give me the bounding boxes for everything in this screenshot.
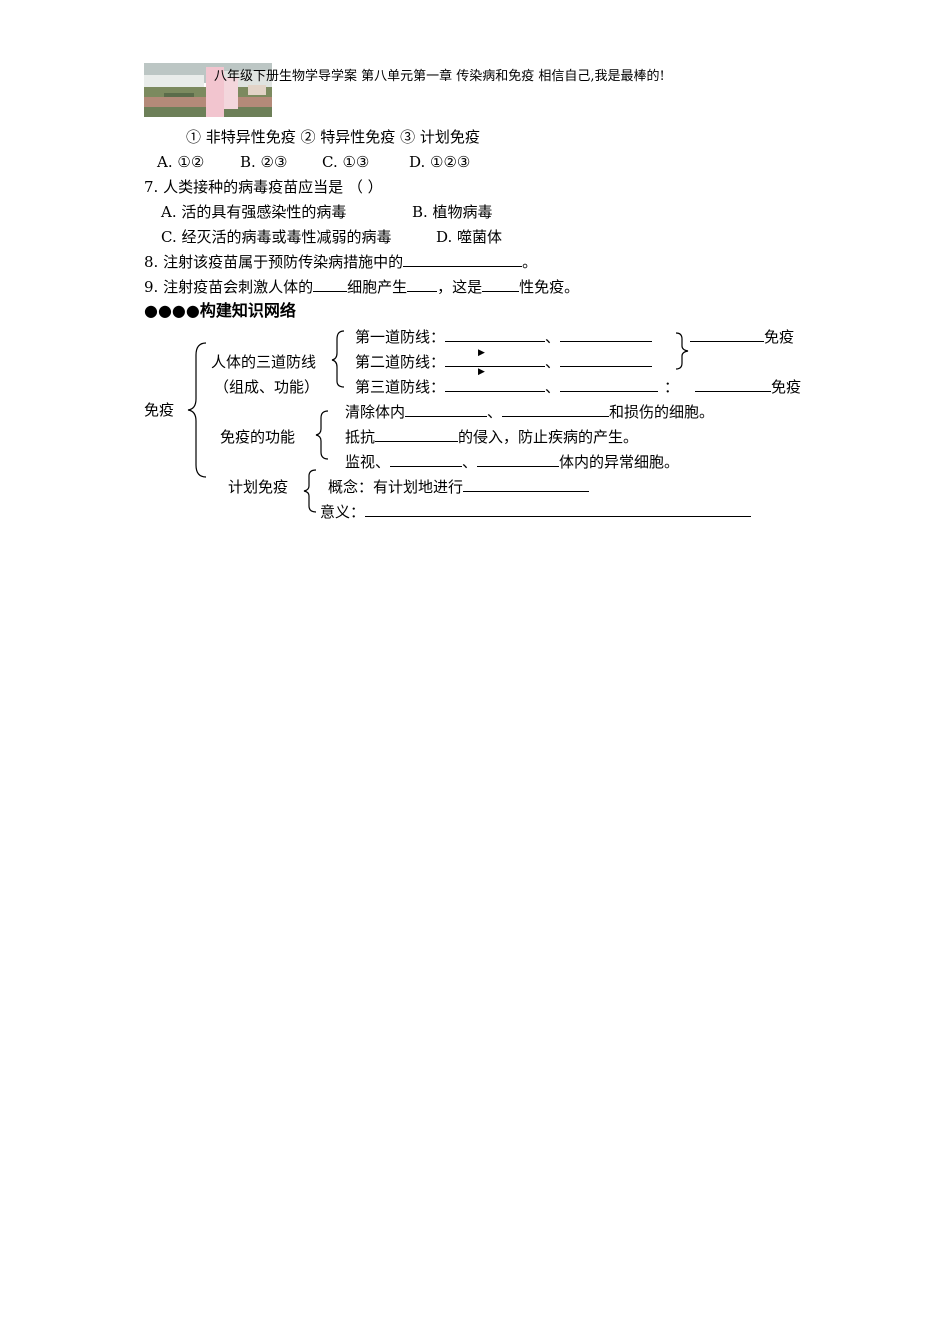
network-root: 免疫: [144, 401, 175, 419]
plan-concept-label: 概念：有计划地进行: [328, 478, 464, 496]
q6-option-b: B. ②③: [240, 153, 288, 171]
innate-immunity: 免疫: [690, 327, 794, 347]
function-line-2: 抵抗 的侵入，防止疾病的产生。: [345, 427, 638, 447]
q9-question: 9. 注射疫苗会刺激人体的 细胞产生 ，这是 性免疫。: [144, 277, 579, 297]
function-2-text-b: 的侵入，防止疾病的产生。: [458, 428, 639, 446]
function-3-blank-2[interactable]: [477, 452, 560, 467]
defense-1-blank-2[interactable]: [560, 327, 653, 342]
defense-3-blank-1[interactable]: [445, 377, 546, 392]
function-3-text-b: 体内的异常细胞。: [559, 453, 680, 471]
function-1-text-a: 清除体内: [345, 403, 406, 421]
q9-text-4: 性免疫。: [519, 278, 580, 296]
root-brace: [187, 342, 207, 478]
plan-concept-blank[interactable]: [463, 477, 590, 492]
plan-brace: [303, 469, 317, 513]
defense-line-1: 第一道防线： 、: [355, 327, 653, 347]
adaptive-immunity: 免疫: [695, 377, 801, 397]
function-1-sep: 、: [487, 403, 503, 421]
q8-text: 8. 注射该疫苗属于预防传染病措施中的: [144, 253, 404, 271]
q7-option-d: D. 噬菌体: [436, 228, 503, 246]
q6-items: ① 非特异性免疫 ② 特异性免疫 ③ 计划免疫: [186, 128, 480, 146]
defense-line-1-label: 第一道防线：: [355, 328, 446, 346]
q9-blank-1[interactable]: [313, 277, 348, 292]
defense-1-blank-1[interactable]: [445, 327, 546, 342]
adaptive-blank[interactable]: [695, 377, 771, 392]
section-title: 构建知识网络: [199, 301, 296, 320]
plan-meaning: 意义：: [320, 502, 752, 522]
header-photo: [144, 63, 272, 117]
q9-blank-2[interactable]: [407, 277, 438, 292]
function-2-blank[interactable]: [375, 427, 459, 442]
q7-option-a: A. 活的具有强感染性的病毒: [161, 203, 347, 221]
defense-line-3: 第三道防线： 、 ：: [355, 377, 679, 397]
plan-meaning-blank[interactable]: [365, 502, 752, 517]
defense-2-blank-2[interactable]: [560, 352, 653, 367]
function-title: 免疫的功能: [220, 428, 296, 446]
function-2-text-a: 抵抗: [345, 428, 376, 446]
defense-line-3-label: 第三道防线：: [355, 378, 446, 396]
function-1-text-b: 和损伤的细胞。: [609, 403, 715, 421]
q8-blank[interactable]: [403, 252, 523, 267]
defense-3-sep: 、: [545, 378, 561, 396]
plan-concept: 概念：有计划地进行: [328, 477, 590, 497]
q9-blank-3[interactable]: [482, 277, 520, 292]
q6-option-c: C. ①③: [322, 153, 370, 171]
function-3-text-a: 监视、: [345, 453, 391, 471]
defense-brace: [331, 330, 345, 388]
function-1-blank-1[interactable]: [405, 402, 488, 417]
function-3-sep: 、: [462, 453, 478, 471]
defense-line-2-label: 第二道防线：: [355, 353, 446, 371]
defense-subtitle: （组成、功能）: [214, 378, 320, 396]
function-line-3: 监视、 、 体内的异常细胞。: [345, 452, 679, 472]
defense-1-sep: 、: [545, 328, 561, 346]
defense-title: 人体的三道防线: [211, 353, 317, 371]
section-heading: ●●●●构建知识网络: [144, 300, 296, 322]
defense-line-2: 第二道防线： 、: [355, 352, 653, 372]
function-1-blank-2[interactable]: [502, 402, 610, 417]
q7-option-b: B. 植物病毒: [412, 203, 493, 221]
q7-stem: 7. 人类接种的病毒疫苗应当是 （ ）: [144, 178, 383, 196]
arrow-marker-1: ▶: [478, 348, 485, 358]
innate-blank[interactable]: [690, 327, 764, 342]
function-3-blank-1[interactable]: [390, 452, 463, 467]
q9-text-1: 9. 注射疫苗会刺激人体的: [144, 278, 314, 296]
plan-meaning-label: 意义：: [320, 503, 366, 521]
right-brace: [675, 332, 689, 370]
q6-option-a: A. ①②: [157, 153, 205, 171]
defense-3-blank-2[interactable]: [560, 377, 659, 392]
defense-2-blank-1[interactable]: [445, 352, 546, 367]
header-title: 八年级下册生物学导学案 第八单元第一章 传染病和免疫 相信自己,我是最棒的!: [214, 69, 665, 84]
function-brace: [315, 410, 329, 460]
q9-text-3: ，这是: [437, 278, 483, 296]
q6-option-d: D. ①②③: [409, 153, 471, 171]
adaptive-label: 免疫: [771, 378, 802, 396]
section-bullets: ●●●●: [144, 301, 200, 320]
q7-option-c: C. 经灭活的病毒或毒性减弱的病毒: [161, 228, 392, 246]
innate-label: 免疫: [764, 328, 795, 346]
q8-end: 。: [522, 253, 538, 271]
plan-title: 计划免疫: [228, 478, 289, 496]
q9-text-2: 细胞产生: [347, 278, 408, 296]
defense-2-sep: 、: [545, 353, 561, 371]
function-line-1: 清除体内 、 和损伤的细胞。: [345, 402, 714, 422]
q8-question: 8. 注射该疫苗属于预防传染病措施中的 。: [144, 252, 537, 272]
arrow-marker-2: ▶: [478, 367, 485, 377]
defense-3-colon: ：: [664, 378, 680, 396]
